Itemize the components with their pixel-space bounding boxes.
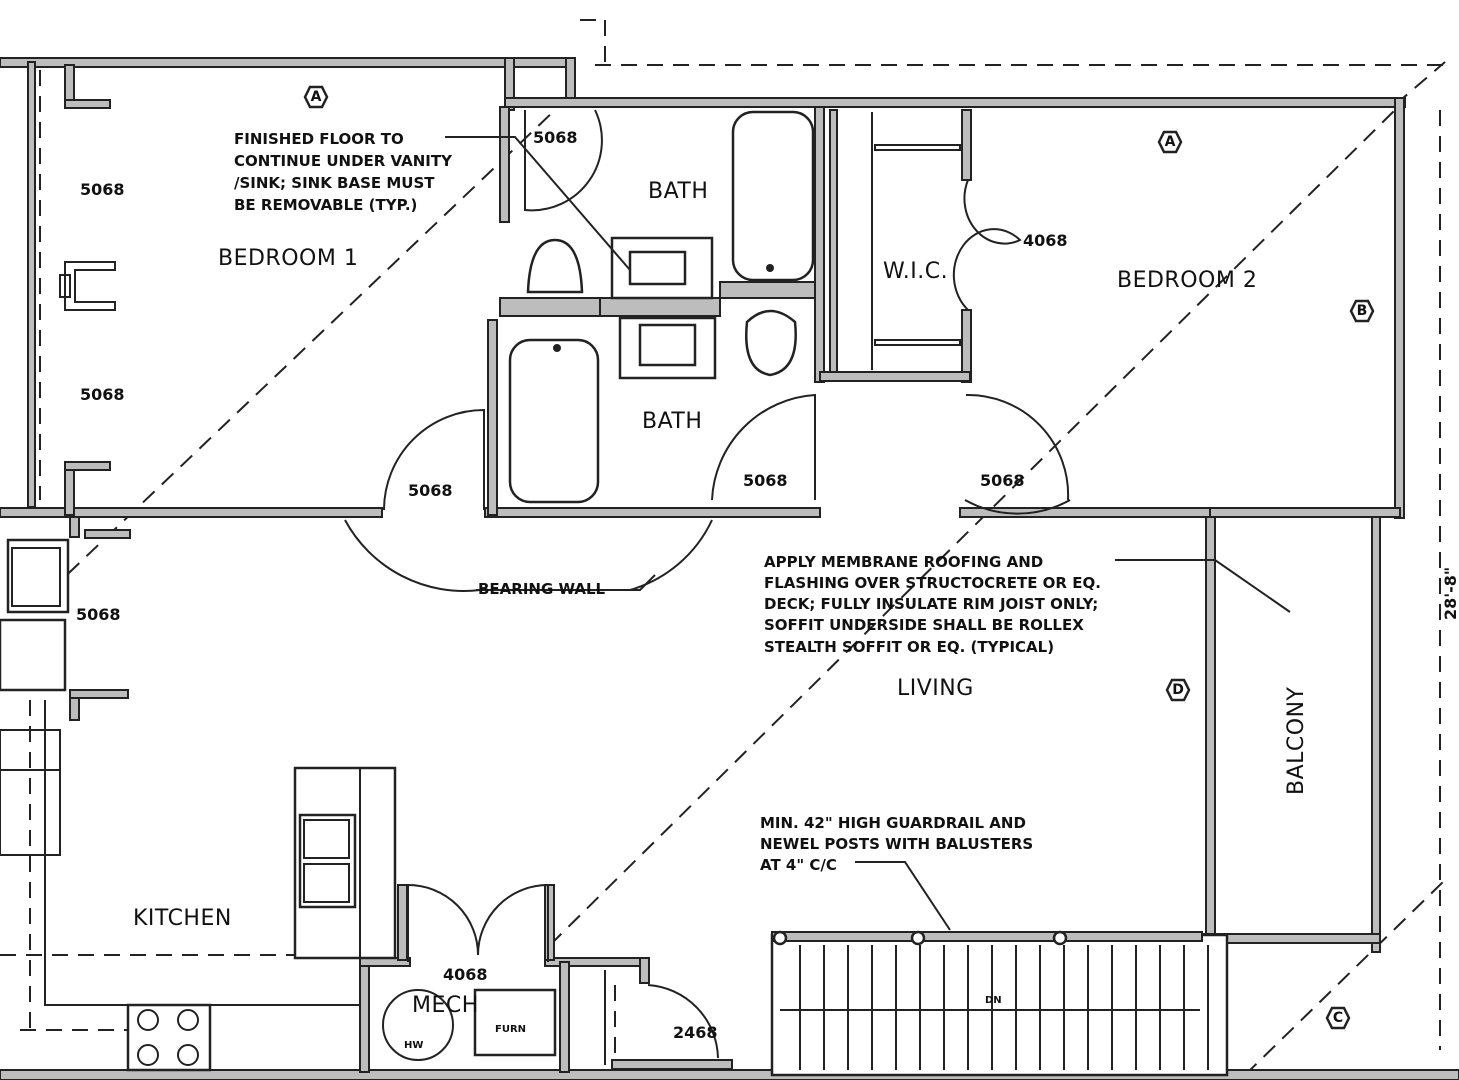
note-roofing: APPLY MEMBRANE ROOFING AND FLASHING OVER… bbox=[764, 553, 1101, 656]
room-label-kitchen: KITCHEN bbox=[133, 906, 232, 931]
door-swings bbox=[344, 109, 1071, 1059]
marker-c: C bbox=[1325, 1006, 1351, 1030]
door-tag: 5068 bbox=[743, 471, 788, 490]
note-line: NEWEL POSTS WITH BALUSTERS bbox=[760, 835, 1033, 853]
note-line: MIN. 42" HIGH GUARDRAIL AND bbox=[760, 814, 1026, 832]
note-line: STEALTH SOFFIT OR EQ. (TYPICAL) bbox=[764, 638, 1054, 656]
door-tag: 5068 bbox=[533, 128, 578, 147]
note-line: BE REMOVABLE (TYP.) bbox=[234, 196, 417, 214]
room-label-bath: BATH bbox=[642, 409, 702, 434]
furnace-label: FURN bbox=[495, 1024, 526, 1035]
kitchen-sink bbox=[298, 813, 357, 909]
sink bbox=[628, 250, 687, 286]
room-label-wic: W.I.C. bbox=[883, 259, 948, 284]
door-tag: 2468 bbox=[673, 1023, 718, 1042]
window-tag: 5068 bbox=[80, 385, 125, 404]
water-heater-label: HW bbox=[404, 1040, 423, 1051]
marker-b: B bbox=[1349, 299, 1375, 323]
note-line: AT 4" C/C bbox=[760, 856, 837, 874]
note-line: DECK; FULLY INSULATE RIM JOIST ONLY; bbox=[764, 595, 1098, 613]
leader-lines bbox=[445, 136, 1291, 931]
water-heater bbox=[382, 989, 454, 1061]
marker-label: C bbox=[1333, 1010, 1343, 1026]
room-label-bedroom-2: BEDROOM 2 bbox=[1117, 268, 1257, 293]
marker-label: B bbox=[1357, 303, 1368, 319]
dimension-label: 28'-8" bbox=[1441, 567, 1459, 620]
door-tag: 4068 bbox=[1023, 231, 1068, 250]
sink bbox=[638, 323, 697, 367]
toilet bbox=[745, 309, 797, 377]
marker-label: A bbox=[1165, 134, 1176, 150]
marker-label: D bbox=[1172, 682, 1184, 698]
note-line: CONTINUE UNDER VANITY bbox=[234, 152, 453, 170]
stair bbox=[770, 930, 1229, 1077]
room-label-living: LIVING bbox=[897, 676, 974, 701]
toilet bbox=[526, 238, 584, 294]
room-label-balcony: BALCONY bbox=[1284, 686, 1309, 795]
marker-label: A bbox=[311, 89, 322, 105]
window-tag: 5068 bbox=[80, 180, 125, 199]
note-guardrail: MIN. 42" HIGH GUARDRAIL AND NEWEL POSTS … bbox=[760, 814, 1033, 874]
note-line: /SINK; SINK BASE MUST bbox=[234, 174, 435, 192]
note-finished-floor: FINISHED FLOOR TO CONTINUE UNDER VANITY … bbox=[234, 130, 453, 214]
window-tag: 5068 bbox=[76, 605, 121, 624]
note-line: SOFFIT UNDERSIDE SHALL BE ROLLEX bbox=[764, 616, 1084, 634]
door-tag: 5068 bbox=[408, 481, 453, 500]
stair-down-label: DN bbox=[985, 995, 1002, 1006]
note-bearing-wall: BEARING WALL bbox=[478, 580, 606, 598]
note-line: FINISHED FLOOR TO bbox=[234, 130, 404, 148]
marker-a: A bbox=[1157, 130, 1183, 154]
room-label-mech: MECH bbox=[412, 993, 479, 1018]
marker-d: D bbox=[1165, 678, 1191, 702]
walls bbox=[0, 57, 1459, 1080]
door-tag: 5068 bbox=[980, 471, 1025, 490]
furnace bbox=[473, 988, 557, 1057]
note-line: APPLY MEMBRANE ROOFING AND bbox=[764, 553, 1043, 571]
marker-a: A bbox=[303, 85, 329, 109]
room-label-bath: BATH bbox=[648, 179, 708, 204]
bathtub bbox=[508, 338, 600, 504]
room-label-bedroom-1: BEDROOM 1 bbox=[218, 246, 358, 271]
section-lines bbox=[0, 19, 1446, 1076]
note-line: FLASHING OVER STRUCTOCRETE OR EQ. bbox=[764, 574, 1101, 592]
bathtub bbox=[731, 110, 815, 282]
door-tag: 4068 bbox=[443, 965, 488, 984]
